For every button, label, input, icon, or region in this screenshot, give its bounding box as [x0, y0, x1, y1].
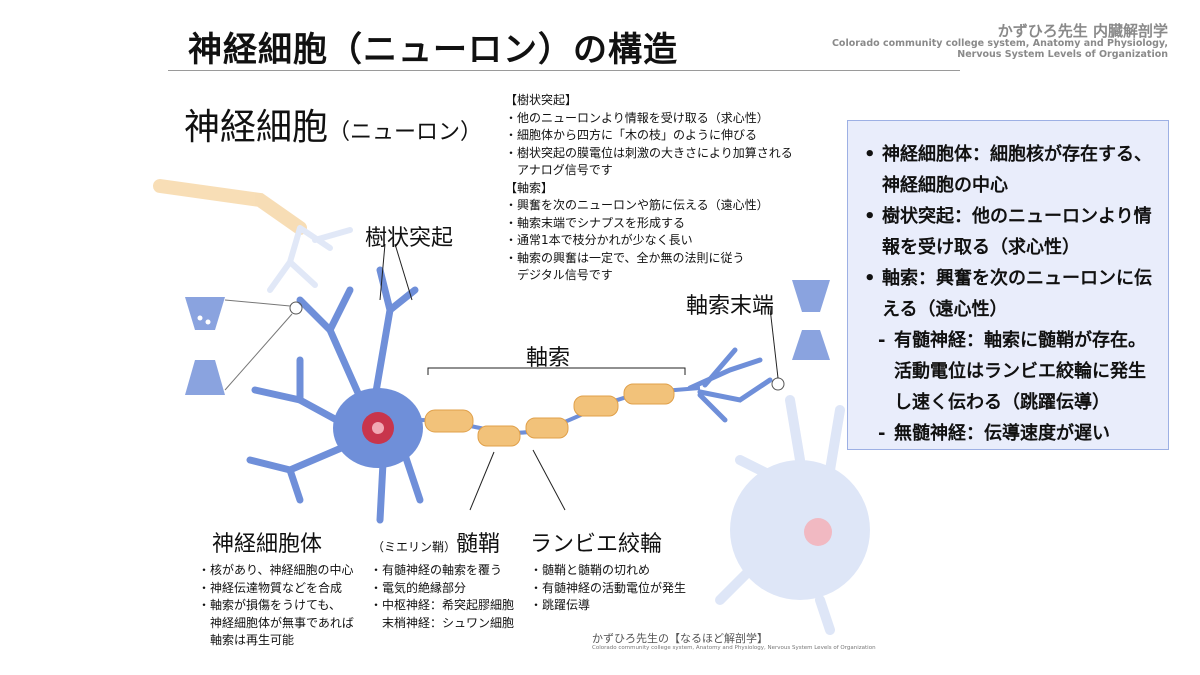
- label-axon-terminal: 軸索末端: [686, 294, 775, 319]
- dendrite-axon-notes: 【樹状突起】 ・他のニューロンより情報を受け取る（求心性） ・細胞体から四方に「…: [505, 92, 793, 285]
- label-dendrite: 樹状突起: [365, 226, 454, 251]
- note-line: ・興奮を次のニューロンや筋に伝える（遠心性）: [505, 198, 769, 212]
- label-myelin-group: （ミエリン鞘）髄鞘: [372, 526, 500, 558]
- note-line: ・通常1本で枝分かれが少なく長い: [505, 233, 693, 247]
- note-line: 【軸索】: [505, 180, 554, 195]
- axon-bracket: [427, 367, 686, 375]
- brand-name: かずひろ先生 内臓解剖学: [997, 22, 1168, 40]
- note-line: ・軸索末端でシナプスを形成する: [505, 215, 686, 230]
- note-line: ・有髄神経の軸索を覆う: [370, 563, 503, 577]
- label-myelin-paren: （ミエリン鞘）: [372, 540, 457, 554]
- figure-title-main: 神経細胞: [184, 107, 329, 148]
- summary-item-dendrite: 樹状突起：他のニューロンより情報を受け取る（求心性）: [864, 201, 1158, 263]
- title-divider: [168, 70, 960, 71]
- summary-sub-unmyelinated: 無髄神経：伝導速度が遅い: [864, 418, 1158, 449]
- figure-title-paren: （ニューロン）: [328, 120, 483, 145]
- axon-terminal-branches: [687, 347, 773, 423]
- summary-box: 神経細胞体：細胞核が存在する、神経細胞の中心 樹状突起：他のニューロンより情報を…: [847, 120, 1169, 450]
- note-line: 末梢神経：シュワン細胞: [370, 615, 515, 630]
- note-line: ・跳躍伝導: [530, 598, 591, 612]
- label-ranvier: ランビエ絞輪: [530, 532, 663, 557]
- note-line: ・有髄神経の活動電位が発生: [530, 580, 687, 595]
- brand-subtitle-line2: Nervous System Levels of Organization: [957, 49, 1168, 60]
- slide-title: 神経細胞（ニューロン）の構造: [188, 30, 678, 70]
- label-myelin: 髄鞘: [456, 532, 501, 557]
- note-line: ・樹状突起の膜電位は刺激の大きさにより加算される: [505, 145, 793, 160]
- note-line: ・電気的絶縁部分: [370, 580, 467, 595]
- label-cell-body: 神経細胞体: [212, 532, 323, 557]
- note-line: 軸索は再生可能: [198, 633, 295, 647]
- summary-sub-myelinated: 有髄神経：軸索に髄鞘が存在。活動電位はランビエ絞輪に発生し速く伝わる（跳躍伝導）: [864, 325, 1158, 418]
- myelin-notes: ・有髄神経の軸索を覆う ・電気的絶縁部分 ・中枢神経：希突起膠細胞 末梢神経：シ…: [370, 562, 514, 632]
- summary-item-axon: 軸索：興奮を次のニューロンに伝える（遠心性）: [864, 263, 1158, 325]
- brand-subtitle: Colorado community college system, Anato…: [832, 38, 1168, 60]
- ranvier-notes: ・髄鞘と髄鞘の切れめ ・有髄神経の活動電位が発生 ・跳躍伝導: [530, 562, 686, 615]
- myelin-segments: [424, 383, 675, 447]
- note-line: ・軸索の興奮は一定で、全か無の法則に従う: [505, 250, 745, 265]
- note-line: 【樹状突起】: [505, 93, 578, 107]
- brand-subtitle-line1: Colorado community college system, Anato…: [831, 38, 1168, 49]
- label-axon: 軸索: [526, 346, 571, 371]
- figure-title: 神経細胞（ニューロン）: [184, 98, 482, 150]
- note-line: ・髄鞘と髄鞘の切れめ: [530, 563, 651, 577]
- note-line: 神経細胞体が無事であれば: [198, 615, 354, 630]
- note-line: ・神経伝達物質などを合成: [198, 580, 343, 595]
- note-line: ・他のニューロンより情報を受け取る（求心性）: [505, 110, 769, 125]
- figure-credit: かずひろ先生の【なるほど解剖学】: [592, 632, 768, 645]
- upstream-neuron: [153, 179, 353, 293]
- note-line: ・中枢神経：希突起膠細胞: [370, 598, 515, 612]
- note-line: デジタル信号です: [505, 268, 613, 282]
- synapse-right: [792, 280, 830, 360]
- note-line: アナログ信号です: [505, 163, 613, 177]
- figure-credit-sub: Colorado community college system, Anato…: [592, 645, 876, 651]
- synapse-left: [185, 297, 225, 395]
- note-line: ・軸索が損傷をうけても、: [198, 598, 342, 612]
- downstream-neuron: [715, 395, 870, 635]
- cell-body-notes: ・核があり、神経細胞の中心 ・神経伝達物質などを合成 ・軸索が損傷をうけても、 …: [198, 562, 354, 650]
- note-line: ・細胞体から四方に「木の枝」のように伸びる: [505, 128, 758, 142]
- note-line: ・核があり、神経細胞の中心: [198, 563, 354, 577]
- summary-item-cell-body: 神経細胞体：細胞核が存在する、神経細胞の中心: [864, 139, 1158, 201]
